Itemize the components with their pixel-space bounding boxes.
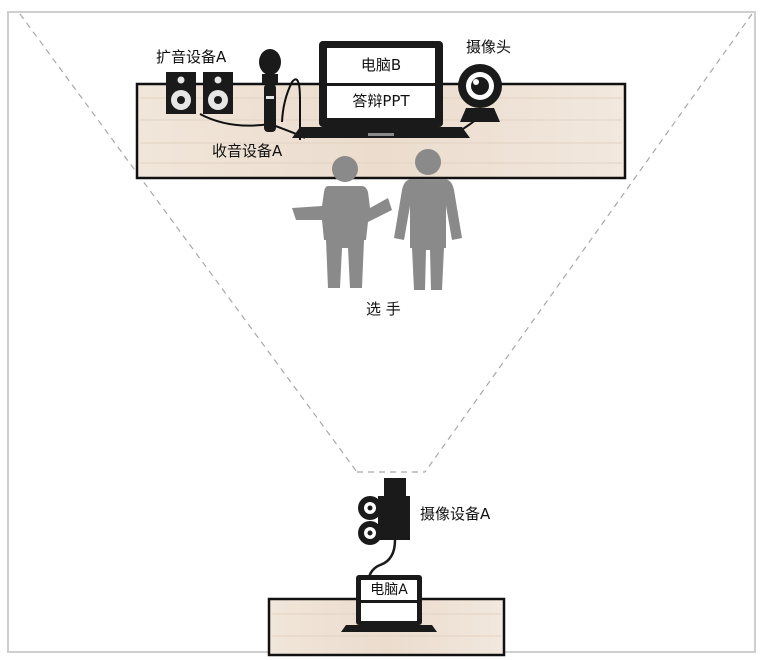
laptop-icon — [341, 575, 437, 632]
speaker-label: 扩音设备A — [156, 48, 227, 66]
webcam-label: 摄像头 — [466, 38, 512, 56]
person-icon — [394, 149, 462, 290]
speaker-icon — [166, 72, 233, 114]
microphone-icon — [259, 49, 281, 132]
computer-b-label: 电脑B — [360, 56, 402, 74]
microphone-label: 收音设备A — [212, 142, 283, 160]
players-label: 选 手 — [366, 300, 401, 318]
webcam-icon — [458, 64, 502, 122]
ppt-label: 答辩PPT — [352, 92, 410, 110]
laptop-icon — [292, 41, 470, 138]
video-camera-label: 摄像设备A — [420, 505, 491, 523]
computer-a-label: 电脑A — [370, 582, 408, 598]
camera-field-of-view — [19, 13, 753, 473]
person-icon — [292, 156, 392, 288]
video-camera-icon — [358, 478, 410, 586]
